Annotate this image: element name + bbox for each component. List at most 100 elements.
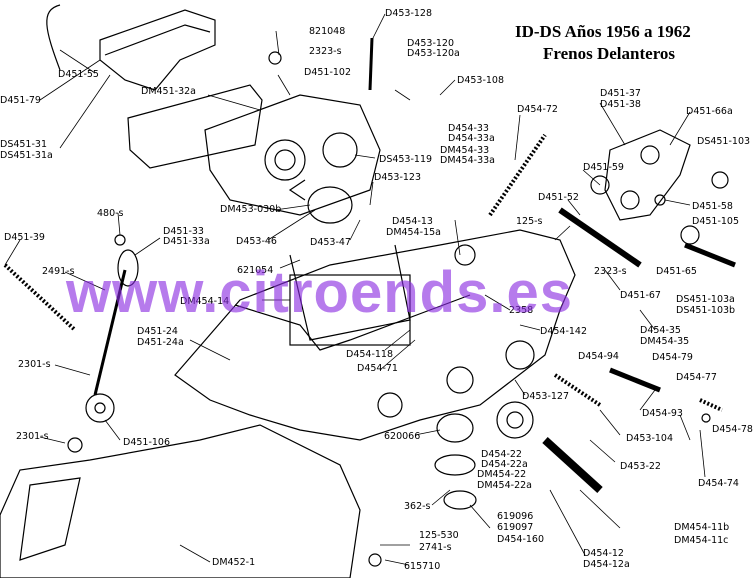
part-label: D451-58 [692, 201, 733, 212]
part-label: D453-46 [236, 236, 277, 247]
pushrod [609, 367, 661, 393]
part-label: 125-s [516, 216, 543, 227]
part-label: DS453-119 [379, 154, 433, 165]
part-label: 615710 [404, 561, 441, 572]
part-label: D451-38 [600, 99, 641, 110]
part-label: 821048 [309, 26, 346, 37]
part-label: D451-102 [304, 67, 352, 78]
part-label: 2741-s [419, 542, 452, 553]
part-label: DM454-11c [674, 535, 729, 546]
part-label: D451-67 [620, 290, 661, 301]
main-housing [174, 229, 576, 441]
part-label: D453-120a [407, 48, 460, 59]
part-label: D451-59 [583, 162, 624, 173]
part-label: 620066 [384, 431, 421, 442]
part-label: 619097 [497, 522, 534, 533]
part-label: D454-74 [698, 478, 739, 489]
part-label: D451-105 [692, 216, 740, 227]
part-label: 2301-s [18, 359, 51, 370]
piston [307, 186, 353, 224]
part-label: 2323-s [309, 46, 342, 57]
diagram-title-line1: ID-DS Años 1956 a 1962 [515, 22, 691, 41]
long-rod [558, 207, 642, 268]
part-label: DM454-14 [180, 296, 230, 307]
small-spring [553, 373, 602, 407]
part-label: D451-24 [137, 326, 178, 337]
part-label: D454-79 [652, 352, 693, 363]
caliper-cover [99, 9, 216, 91]
part-label: DS451-31 [0, 139, 47, 150]
part-label: D453-127 [522, 391, 570, 402]
part-label: D451-39 [4, 232, 45, 243]
part-label: D454-13 [392, 216, 433, 227]
part-label: D454-33 [448, 123, 489, 134]
part-label: D451-52 [538, 192, 579, 203]
part-label: D454-78 [712, 424, 753, 435]
brake-pipe [46, 4, 61, 71]
right-rod [684, 242, 736, 268]
part-label: D454-77 [676, 372, 717, 383]
seal-cylinder [436, 413, 474, 443]
part-label: D453-108 [457, 75, 505, 86]
part-label: D454-71 [357, 363, 398, 374]
part-label: D454-93 [642, 408, 683, 419]
part-label: D453-47 [310, 237, 351, 248]
part-label: DM451-32a [141, 86, 196, 97]
part-label: D454-94 [578, 351, 619, 362]
part-label: D451-37 [600, 88, 641, 99]
adjuster-gear [496, 401, 534, 439]
part-label: D454-160 [497, 534, 545, 545]
part-label: D454-22 [481, 449, 522, 460]
part-label: 2358 [509, 305, 534, 316]
part-label: D453-104 [626, 433, 674, 444]
part-label: D451-106 [123, 437, 171, 448]
part-label: DS451-103a [676, 294, 735, 305]
part-label: D451-55 [58, 69, 99, 80]
part-label: 2323-s [594, 266, 627, 277]
part-label: D453-120 [407, 38, 455, 49]
part-label: D453-128 [385, 8, 433, 19]
seal-ring [434, 454, 476, 476]
part-label: D454-22a [481, 459, 528, 470]
part-label: DM454-33a [440, 155, 495, 166]
adjuster-rod [542, 437, 603, 493]
part-label: 2301-s [16, 431, 49, 442]
part-label: D451-24a [137, 337, 184, 348]
part-label: D454-35 [640, 325, 681, 336]
lower-shroud [0, 424, 361, 578]
brake-pad-plate [127, 84, 263, 169]
part-label: D454-142 [540, 326, 588, 337]
part-label: 125-530 [419, 530, 459, 541]
part-label: D451-65 [656, 266, 697, 277]
part-label: DM454-33 [440, 145, 490, 156]
part-label: D451-79 [0, 95, 41, 106]
watermark: www.citroends.es [66, 260, 573, 325]
part-label: D453-22 [620, 461, 661, 472]
part-label: DS451-103 [697, 136, 751, 147]
parts-drawing [0, 4, 736, 578]
return-spring [488, 133, 547, 217]
part-label: 621054 [237, 265, 274, 276]
part-label: 480-s [97, 208, 124, 219]
leader-lines [4, 13, 706, 566]
part-label: DM452-1 [212, 557, 256, 568]
part-label: 362-s [404, 501, 431, 512]
part-label: DM454-15a [386, 227, 441, 238]
caliper-block [204, 94, 381, 216]
part-label: D454-118 [346, 349, 394, 360]
part-label: 619096 [497, 511, 534, 522]
part-label: DM454-35 [640, 336, 690, 347]
part-label: D451-33 [163, 226, 204, 237]
part-label: 2491-s [42, 266, 75, 277]
part-label: D453-123 [374, 172, 422, 183]
part-label: D454-12 [583, 548, 624, 559]
arm-bracket [604, 129, 691, 221]
part-label: DS451-31a [0, 150, 53, 161]
part-label: D454-12a [583, 559, 630, 570]
part-label: D454-72 [517, 104, 558, 115]
part-label: DM453-030b [220, 204, 282, 215]
part-label: DM454-11b [674, 522, 730, 533]
part-label: DM454-22a [477, 480, 532, 491]
diagram-title-line2: Frenos Delanteros [543, 44, 676, 63]
